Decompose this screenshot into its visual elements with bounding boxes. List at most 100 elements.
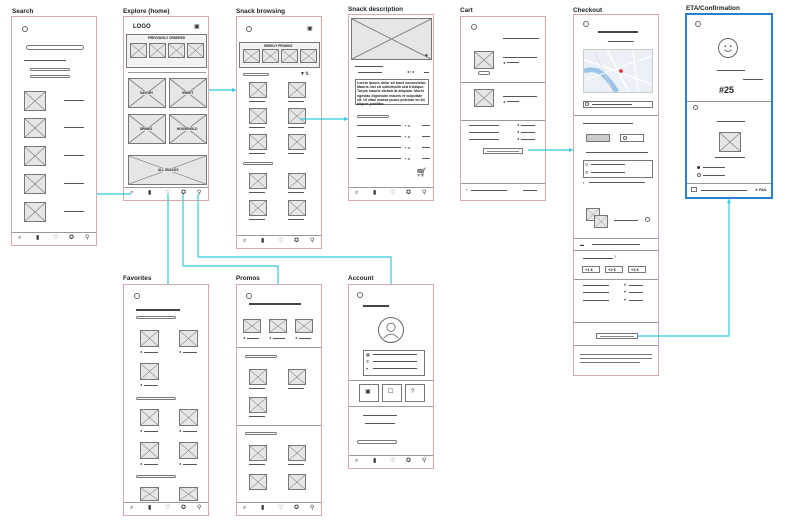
result-image[interactable] [24, 146, 46, 166]
back-icon[interactable] [246, 26, 252, 32]
label-account: Account [348, 275, 374, 282]
screen-description: ♥ ◂ ▪ ▸ Lorem ipsum dolor sit amet conse… [348, 14, 434, 201]
label-description: Snack description [348, 6, 404, 13]
calendar-icon: ▦ [366, 352, 370, 357]
bottom-nav: ⌕ ▮ ♡ ✪ ⚲ [124, 502, 208, 515]
heart-icon[interactable]: ♡ [165, 505, 171, 511]
screen-promos: ◂ ◂ ◂ ⌕ ▮ ♡ ✪ ⚲ [236, 284, 322, 516]
delivery-now-option[interactable] [586, 134, 610, 142]
phone-icon: ✆ [366, 359, 370, 364]
person-icon[interactable]: ⚲ [422, 190, 427, 196]
contact-info[interactable] [583, 160, 653, 178]
filter-chip[interactable] [243, 73, 269, 76]
result-image[interactable] [24, 174, 46, 194]
search-icon[interactable]: ⌕ [243, 238, 247, 244]
search-icon[interactable]: ⌕ [130, 505, 134, 511]
compass-icon[interactable]: ✪ [294, 238, 300, 244]
person-icon[interactable]: ⚲ [197, 505, 202, 511]
label-promos: Promos [236, 275, 260, 282]
back-icon[interactable] [246, 293, 252, 299]
compass-icon[interactable]: ✪ [294, 505, 300, 511]
person-icon[interactable]: ⚲ [422, 458, 427, 464]
card-icon: ▬ [580, 242, 584, 247]
bag-icon[interactable]: ▮ [373, 458, 377, 464]
bag-icon[interactable]: ▮ [373, 190, 377, 196]
phone-icon: ✆ [585, 170, 589, 175]
smiley-icon [718, 38, 738, 58]
orders-button[interactable] [359, 384, 379, 402]
back-icon[interactable] [583, 21, 589, 27]
heart-icon[interactable]: ♡ [278, 505, 284, 511]
compass-icon[interactable]: ✪ [181, 190, 187, 196]
label-search: Search [12, 8, 34, 15]
heart-icon[interactable]: ♡ [390, 190, 396, 196]
back-icon[interactable] [695, 21, 701, 27]
compass-icon[interactable]: ✪ [406, 190, 412, 196]
compass-icon[interactable]: ✪ [406, 458, 412, 464]
search-input[interactable] [26, 45, 84, 50]
bag-icon[interactable]: ▮ [36, 235, 40, 241]
search-icon[interactable]: ⌕ [355, 190, 359, 196]
result-image[interactable] [24, 118, 46, 138]
filter-icon[interactable]: ▼⇅ [300, 71, 310, 77]
schedule-option[interactable] [620, 134, 644, 142]
tip-2-button[interactable] [605, 266, 623, 273]
person-icon[interactable]: ⚲ [85, 235, 90, 241]
bag-icon[interactable]: ▮ [261, 505, 265, 511]
person-icon[interactable]: ⚲ [310, 238, 315, 244]
back-icon[interactable] [134, 293, 140, 299]
heart-icon[interactable]: ♡ [165, 190, 171, 196]
description-text-box [355, 79, 429, 105]
back-icon[interactable] [22, 26, 28, 32]
bottom-nav: ⌕ ▮ ♡ ✪ ⚲ [124, 187, 208, 200]
bag-icon[interactable]: ▮ [148, 505, 152, 511]
search-icon[interactable]: ⌕ [355, 458, 359, 464]
bag-icon[interactable]: ▮ [261, 238, 265, 244]
delivery-map[interactable] [583, 49, 653, 93]
screen-search: ⌕ ▮ ♡ ✪ ⚲ [11, 16, 97, 246]
add-to-cart-icon[interactable]: 🛒︎ [416, 167, 428, 177]
avatar[interactable] [378, 317, 404, 343]
search-icon[interactable]: ⌕ [243, 505, 247, 511]
screen-favorites: ◂ ◂ ◂ ◂ ◂ ◂ ◂ ⌕ ▮ ♡ ✪ ⚲ [123, 284, 209, 516]
person-icon[interactable]: ⚲ [310, 505, 315, 511]
cancel-button[interactable]: ✕ FAIL [755, 188, 767, 192]
bottom-nav: ⌕ ▮ ♡ ✪ ⚲ [12, 232, 96, 245]
heart-icon[interactable]: ♥ [425, 53, 428, 59]
bag-icon[interactable]: ▮ [148, 190, 152, 196]
screen-explore: LOGO ▣ PREVIOUSLY ORDERED SAVORY SWEET D… [123, 16, 209, 201]
bottom-nav: ⌕ ▮ ♡ ✪ ⚲ [349, 455, 433, 468]
result-image[interactable] [24, 91, 46, 111]
heart-icon[interactable]: ♡ [390, 458, 396, 464]
location-icon: ⌖ [366, 366, 369, 371]
support-button[interactable] [382, 384, 402, 402]
label-browsing: Snack browsing [236, 8, 286, 15]
person-icon: ⚲ [585, 162, 588, 167]
note-icon: ▪ [583, 180, 585, 185]
quantity-stepper[interactable]: ◂ ▪ ▸ [407, 69, 415, 74]
help-button[interactable] [405, 384, 425, 402]
label-cart: Cart [460, 7, 473, 14]
back-icon[interactable] [471, 24, 477, 30]
product-image [351, 18, 432, 60]
search-icon[interactable]: ⌕ [18, 235, 22, 241]
label-explore: Explore (home) [123, 8, 170, 15]
person-icon[interactable]: ⚲ [197, 190, 202, 196]
search-icon[interactable]: ⌕ [130, 190, 134, 196]
heart-icon[interactable]: ♡ [53, 235, 59, 241]
back-icon[interactable] [357, 292, 363, 298]
heart-icon[interactable]: ♡ [278, 238, 284, 244]
bottom-nav: ⌕ ▮ ♡ ✪ ⚲ [237, 502, 321, 515]
screen-cart: ◂ ◂ ◂ ◂ ◂ + [460, 16, 546, 201]
help-icon: ? [411, 389, 415, 395]
compass-icon[interactable]: ✪ [181, 505, 187, 511]
order-number: #25 [719, 85, 735, 95]
wallet-icon: ▣ [365, 389, 371, 395]
chat-icon[interactable] [691, 187, 697, 192]
cart-icon[interactable]: ▣ [194, 24, 200, 30]
cart-icon[interactable]: ▣ [307, 26, 313, 32]
tip-1-button[interactable] [582, 266, 600, 273]
compass-icon[interactable]: ✪ [69, 235, 75, 241]
result-image[interactable] [24, 202, 46, 222]
screen-eta: #25 ✕ FAIL [685, 13, 773, 199]
